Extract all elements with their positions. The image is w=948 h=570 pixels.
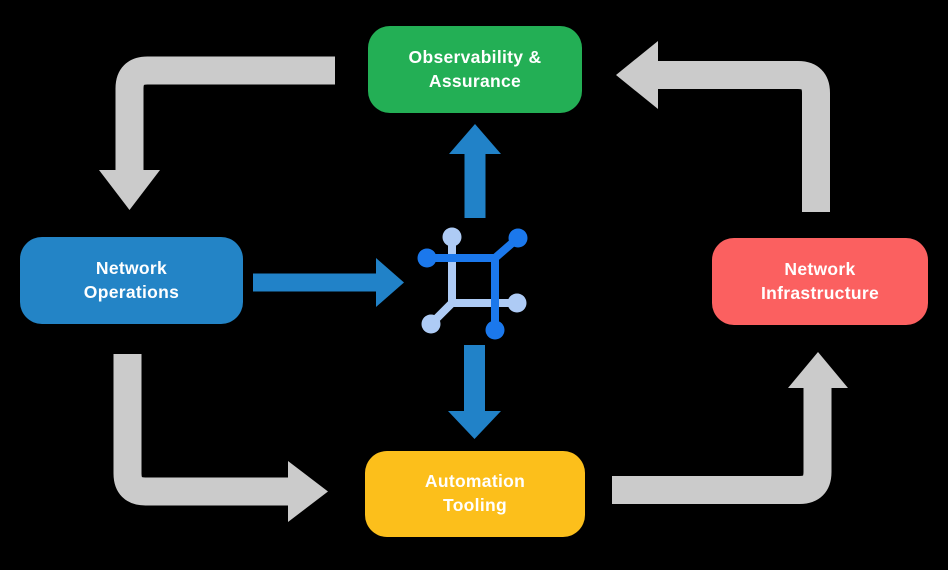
node-observability-assurance: Observability & Assurance: [368, 26, 582, 113]
node-network-infrastructure: Network Infrastructure: [712, 238, 928, 325]
network-icon-light-strokes: [421, 227, 527, 334]
node-network-infrastructure-label: Network Infrastructure: [761, 258, 879, 303]
node-automation-tooling-label: Automation Tooling: [424, 471, 526, 515]
arrow-observability-to-operations: [99, 56, 335, 210]
node-observability-assurance-label: Observability & Assurance: [408, 46, 542, 91]
node-network-operations: Network Operations: [20, 237, 243, 324]
arrow-infrastructure-to-observability: [616, 41, 830, 212]
arrow-center-to-observability: [449, 124, 501, 218]
network-icon-dark-strokes: [417, 228, 528, 340]
node-automation-tooling: Automation Tooling: [365, 451, 585, 537]
arrow-operations-to-automation: [113, 354, 328, 522]
arrow-operations-to-center: [253, 258, 404, 307]
node-network-operations-label: Network Operations: [83, 257, 180, 302]
arrow-center-to-automation: [448, 345, 501, 439]
arrow-automation-to-infrastructure: [612, 352, 848, 504]
network-platform-icon: [417, 227, 528, 340]
